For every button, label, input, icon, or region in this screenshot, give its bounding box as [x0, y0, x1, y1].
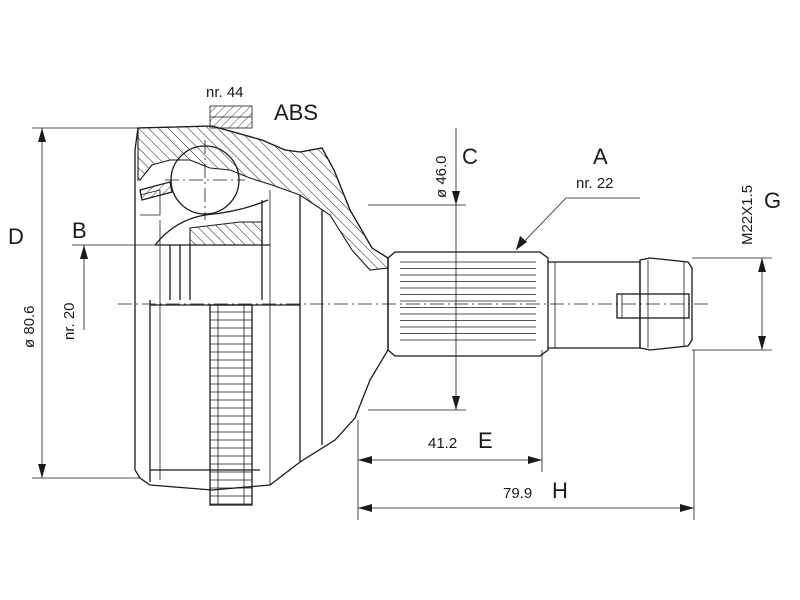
label-letter-h: H — [552, 478, 568, 503]
abs-ring — [209, 304, 253, 506]
outer-housing — [134, 125, 389, 491]
label-letter-e: E — [478, 428, 493, 453]
shaft-neck — [387, 251, 549, 357]
shaft-plain — [548, 261, 641, 349]
inner-race — [189, 221, 263, 246]
label-shaft-dia: ø 46.0 — [433, 155, 450, 198]
label-letter-d: D — [8, 224, 24, 249]
dim-thread — [692, 257, 772, 351]
pin-hole — [616, 293, 690, 319]
thread-end — [639, 257, 693, 351]
label-letter-a: A — [593, 144, 608, 169]
dim-outer-diameter — [32, 127, 140, 479]
label-letter-c: C — [462, 144, 478, 169]
dim-total-length — [357, 350, 695, 520]
shaft — [387, 251, 693, 357]
label-thread: M22X1.5 — [739, 185, 756, 245]
label-abs: ABS — [274, 100, 318, 125]
label-total-len: 79.9 — [503, 485, 532, 502]
label-outer-dia: ø 80.6 — [21, 305, 38, 348]
dim-inner-spline — [72, 244, 155, 330]
ball-cage — [139, 140, 270, 300]
label-spline-teeth: nr. 22 — [576, 175, 614, 192]
label-shaft-len: 41.2 — [428, 435, 457, 452]
label-letter-b: B — [72, 218, 87, 243]
dim-spline-leader — [515, 197, 640, 251]
dim-shaft-length — [358, 350, 543, 472]
label-letter-g: G — [764, 188, 781, 213]
housing-outline — [134, 125, 389, 491]
dim-shaft-diameter — [368, 128, 466, 411]
label-abs-teeth: nr. 44 — [206, 84, 244, 101]
label-inner-spline: nr. 20 — [61, 302, 78, 340]
abs-notch — [209, 105, 253, 129]
